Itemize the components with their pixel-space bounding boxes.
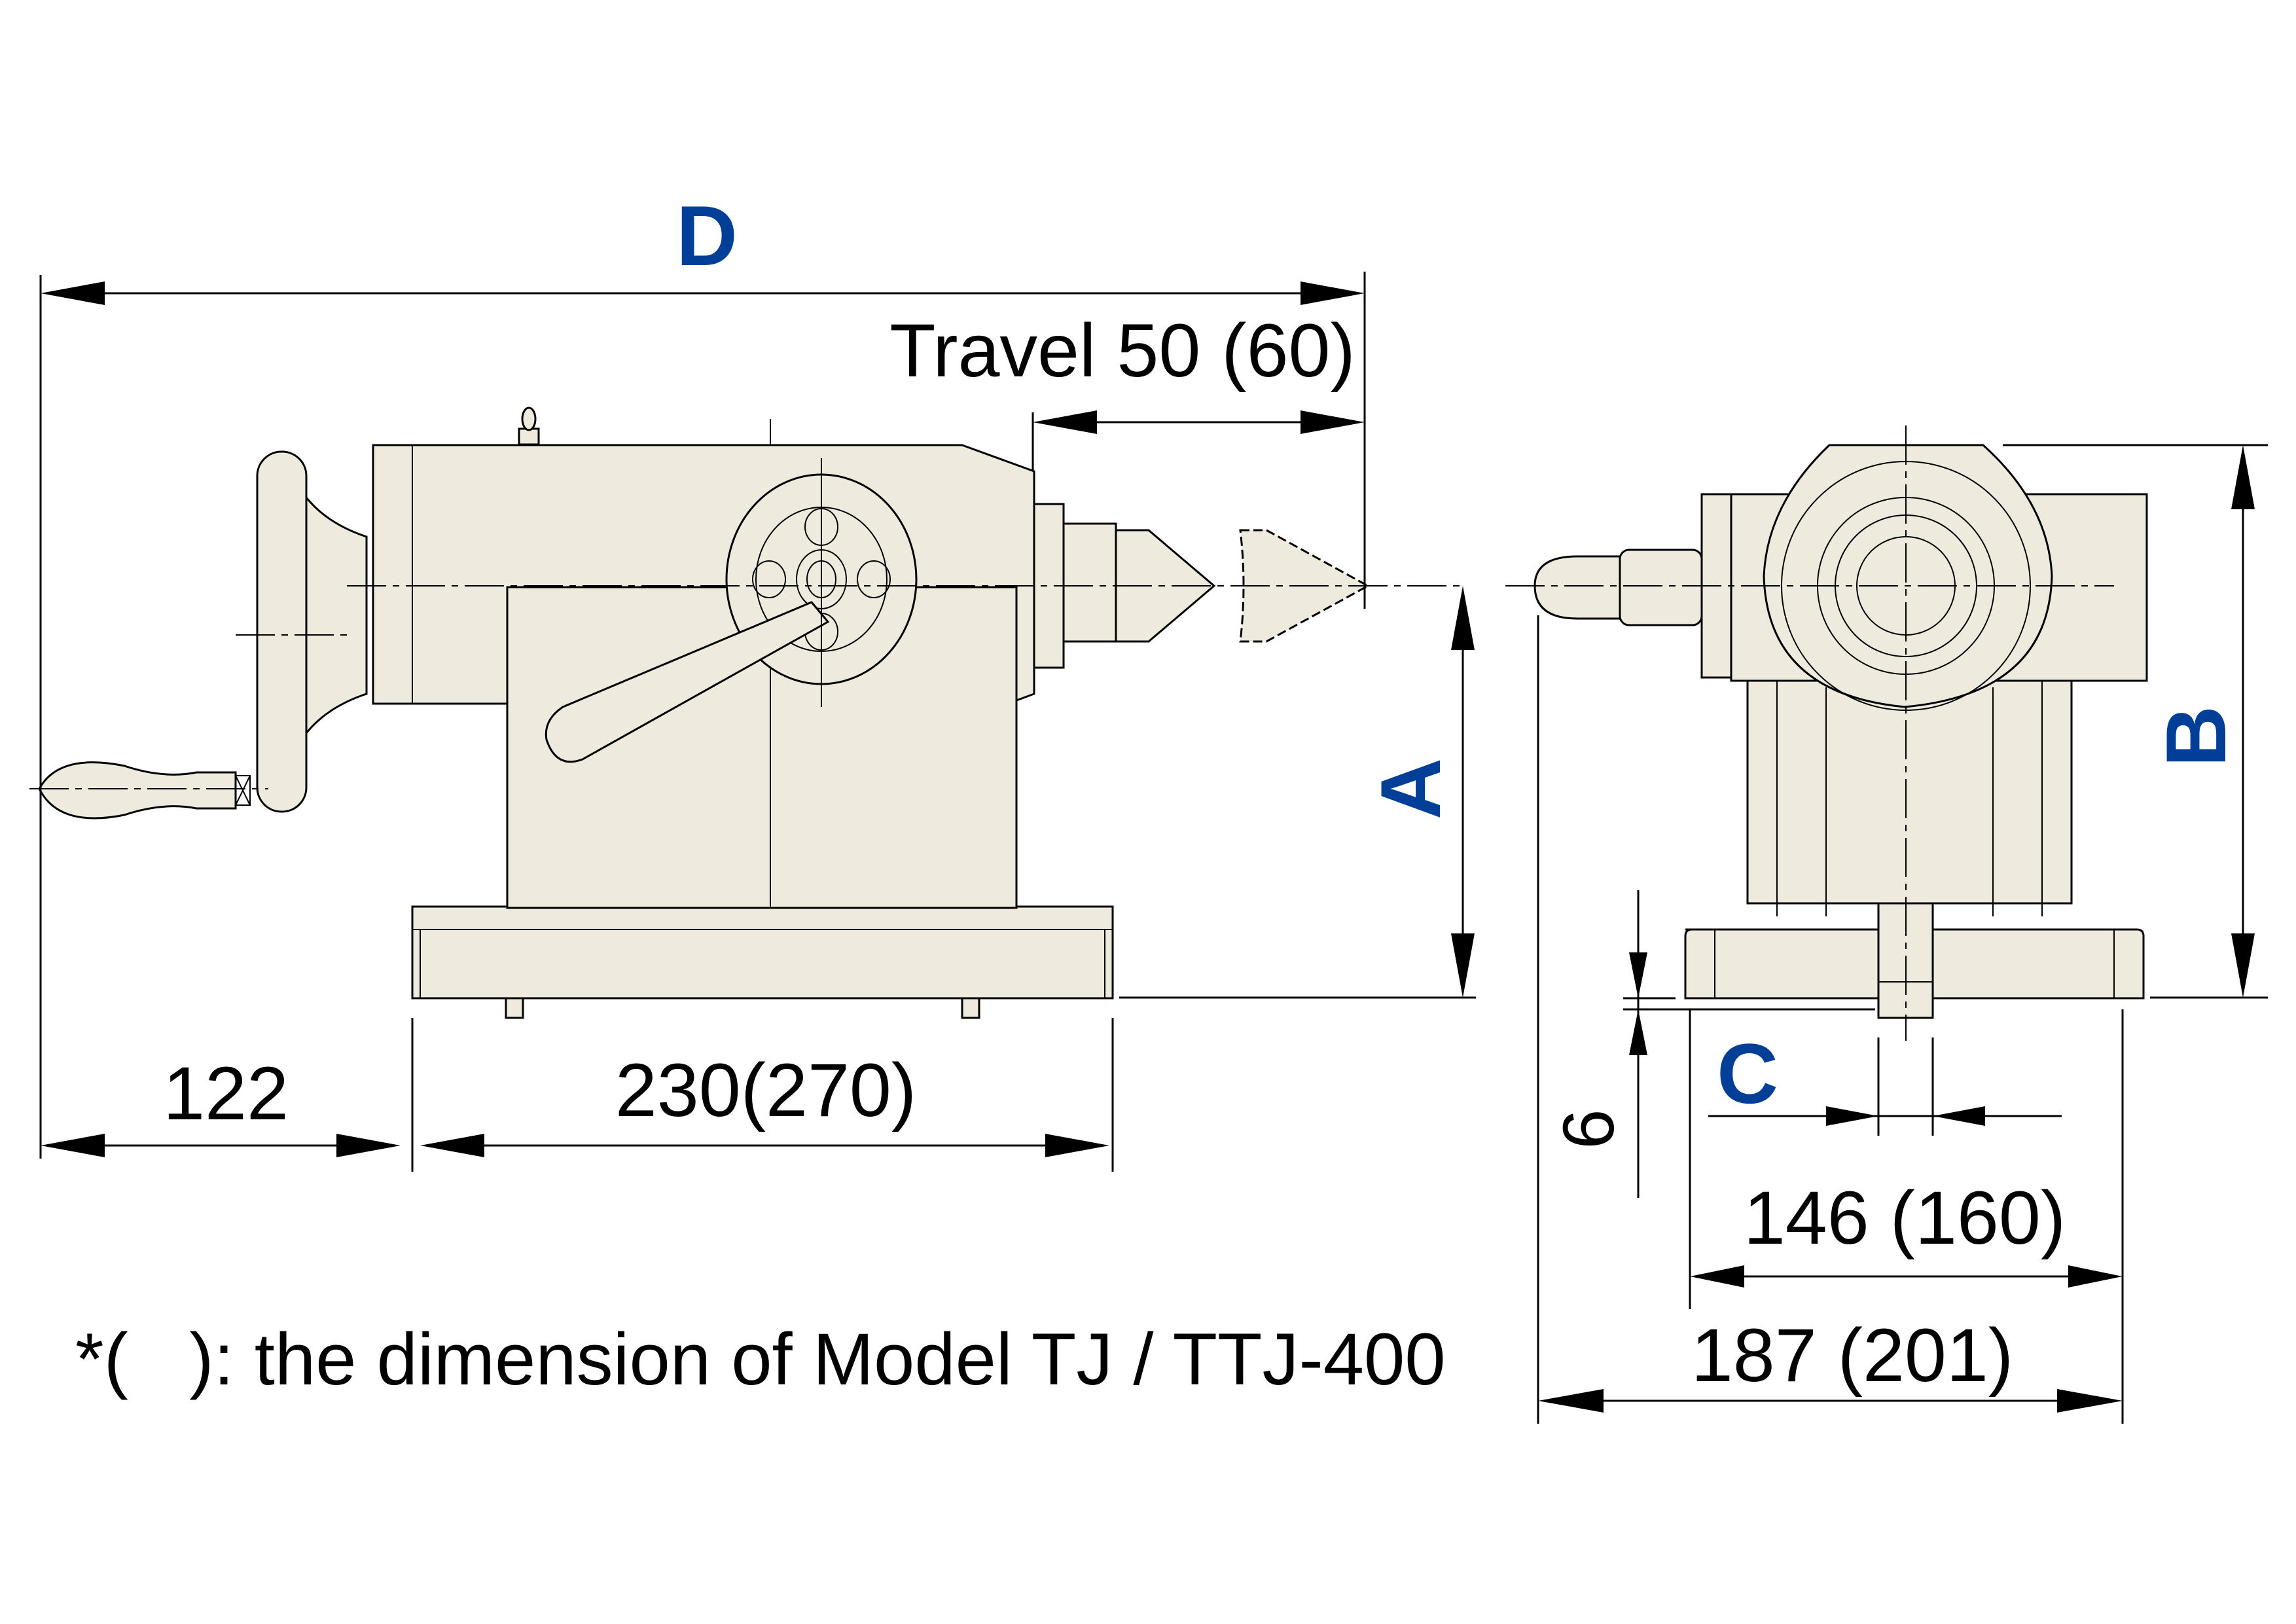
front-crank — [1534, 555, 1621, 620]
label-D: D — [676, 188, 738, 283]
dim-146: 146 (160) — [1744, 1176, 2066, 1260]
label-travel: Travel 50 (60) — [889, 309, 1355, 393]
dimensions — [39, 272, 2268, 1424]
dim-230: 230(270) — [615, 1049, 916, 1132]
side-view — [29, 406, 1466, 1019]
front-head — [1763, 444, 2053, 708]
model-note: *( ): the dimension of Model TJ / TTJ-40… — [75, 1318, 1446, 1400]
side-base — [411, 905, 1114, 1000]
dim-6: 6 — [1549, 1109, 1629, 1149]
label-A: A — [1363, 758, 1458, 820]
dim-187: 187 (201) — [1691, 1314, 2013, 1398]
lock-lever — [545, 601, 830, 763]
handwheel — [256, 450, 308, 813]
label-C: C — [1717, 1026, 1778, 1121]
front-view — [1505, 425, 2148, 1041]
dim-122: 122 — [163, 1052, 289, 1136]
label-B: B — [2148, 706, 2244, 767]
crank-handle — [38, 761, 237, 820]
